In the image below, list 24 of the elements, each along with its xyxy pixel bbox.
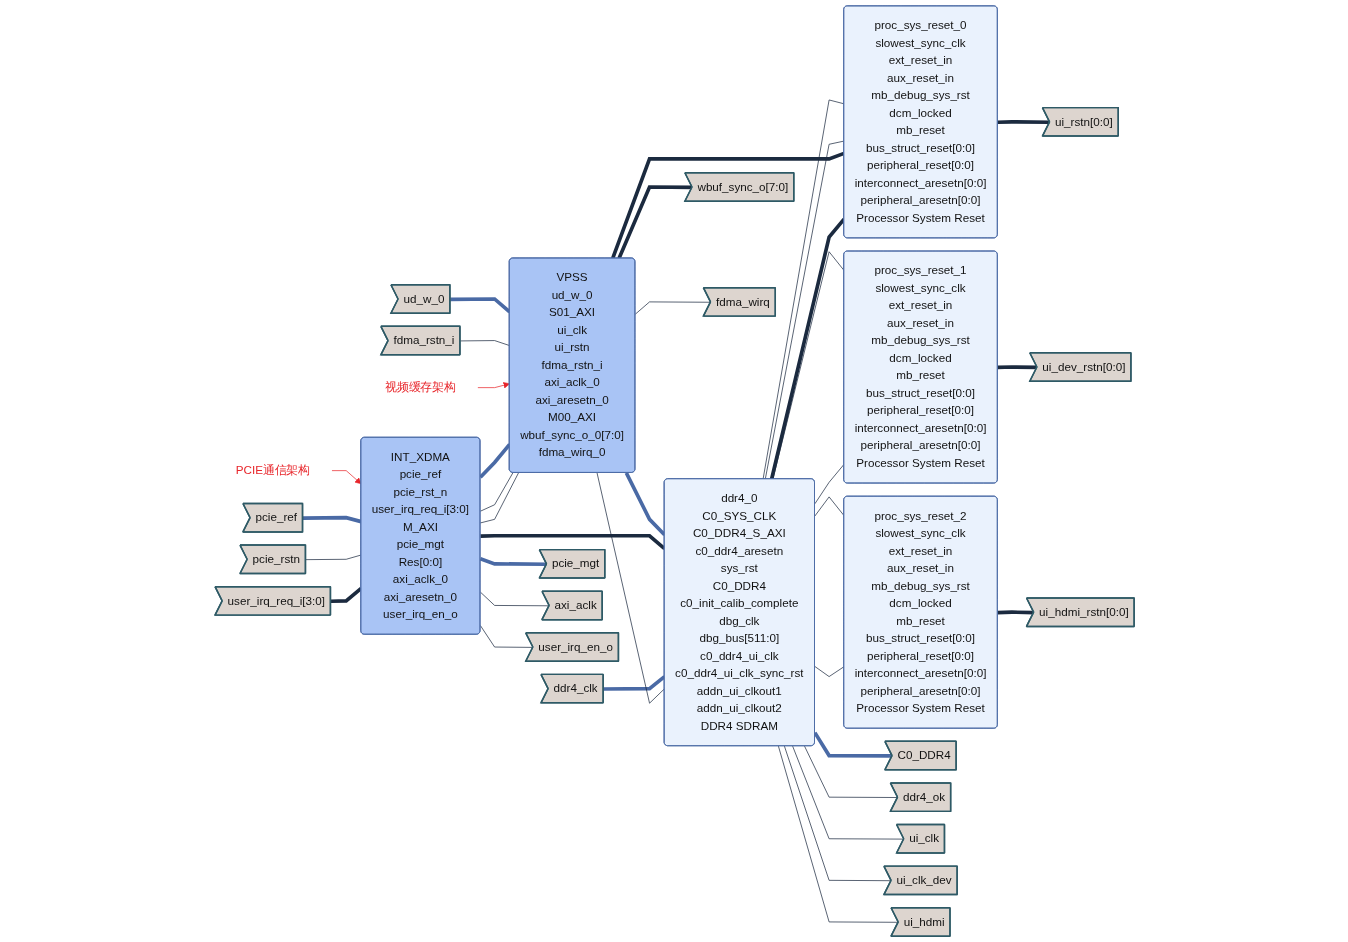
connector: [624, 472, 666, 537]
connector: [617, 185, 693, 259]
connector: [997, 365, 1038, 370]
connector: [603, 675, 666, 691]
connector: [302, 515, 362, 524]
connector: [479, 443, 511, 479]
connector: [480, 625, 534, 648]
connector: [813, 731, 893, 758]
node-text: 视频缓存架构: [385, 381, 456, 394]
connector: [596, 472, 665, 704]
connector: [450, 297, 511, 314]
connector: [480, 472, 514, 512]
connector: [305, 554, 362, 560]
connector: [814, 463, 845, 505]
connector: [480, 533, 666, 550]
connector: [480, 591, 550, 607]
connector: [611, 151, 845, 259]
connector: [480, 472, 519, 524]
connector: [997, 120, 1050, 125]
connector: [459, 340, 510, 346]
connector: [784, 745, 892, 882]
node-text: PCIE通信架构: [235, 464, 310, 477]
connector: [778, 745, 899, 923]
connector: [479, 556, 547, 567]
